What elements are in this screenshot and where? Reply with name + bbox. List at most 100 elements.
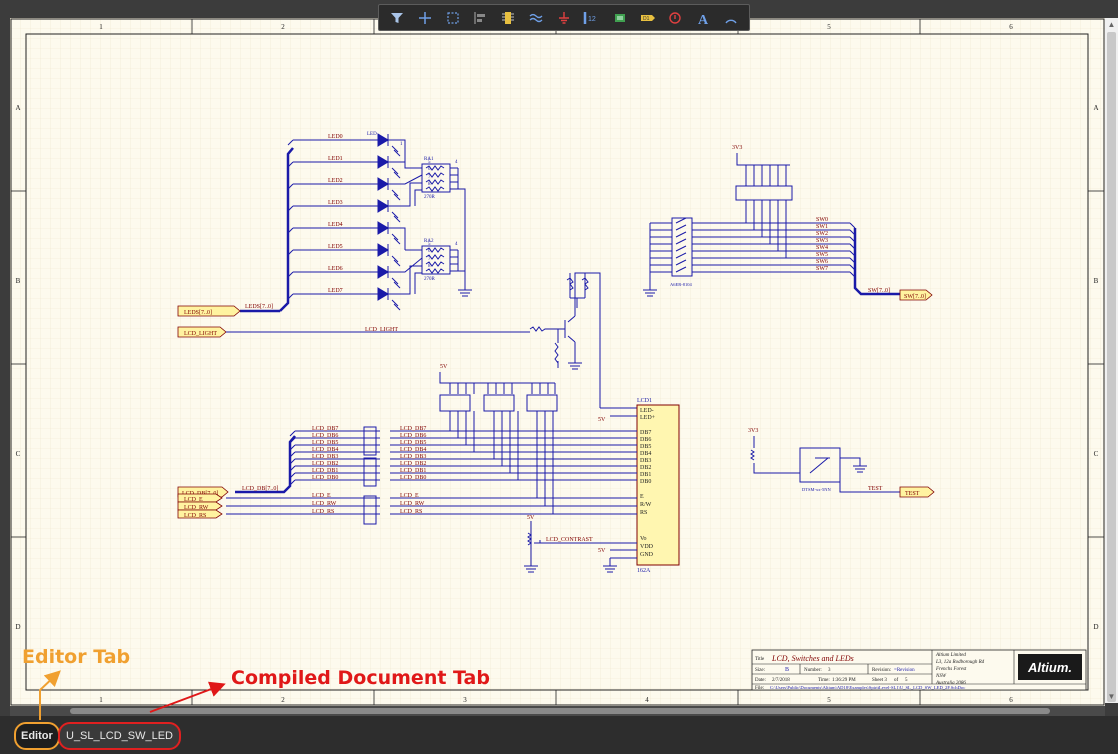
row-label: B <box>1094 277 1099 285</box>
backlight-driver[interactable] <box>226 272 638 409</box>
net-label: LCD_RW <box>312 501 337 507</box>
part-icon[interactable] <box>497 7 519 29</box>
schematic-editor-canvas[interactable]: 1 2 3 4 5 6 1 2 3 4 5 6 A B C D A B C D <box>0 0 1118 706</box>
text-icon[interactable]: A <box>692 7 714 29</box>
lcd-component[interactable] <box>636 404 680 566</box>
pin-number: 6 <box>428 167 431 172</box>
net-label: LCD_DB3 <box>400 454 426 460</box>
svg-text:TEST: TEST <box>905 491 920 497</box>
wire-icon[interactable] <box>525 7 547 29</box>
port-lcd-e[interactable]: LCD_E <box>177 493 223 503</box>
title-block[interactable]: Title LCD, Switches and LEDs Size: B Num… <box>751 649 1087 691</box>
net-label: LED2 <box>328 178 343 184</box>
scroll-up-icon[interactable]: ▲ <box>1107 20 1116 29</box>
net-label: LCD_CONTRAST <box>546 537 593 543</box>
part-value: 270R <box>424 277 436 282</box>
net-label: SW3 <box>816 238 828 244</box>
part-value: 270R <box>424 195 436 200</box>
row-label: C <box>16 450 21 458</box>
power-label: 5V <box>527 515 535 521</box>
harness-icon[interactable] <box>609 7 631 29</box>
company-address: Australia 2086 <box>935 681 966 686</box>
pin-number: 4 <box>455 242 458 247</box>
col-label: 5 <box>827 696 831 704</box>
company-address: NSW <box>935 674 947 679</box>
lcd-pin: DB1 <box>640 472 651 478</box>
align-icon[interactable] <box>469 7 491 29</box>
select-rect-icon[interactable] <box>442 7 464 29</box>
lcd-pin: DB3 <box>640 458 651 464</box>
horizontal-scroll-thumb[interactable] <box>70 708 1050 714</box>
tab-compiled-document[interactable]: U_SL_LCD_SW_LED <box>58 722 181 750</box>
svg-text:LCD_RS: LCD_RS <box>184 513 206 519</box>
schematic-sheet[interactable]: 1 2 3 4 5 6 1 2 3 4 5 6 A B C D A B C D <box>10 18 1105 706</box>
noerc-icon[interactable] <box>664 7 686 29</box>
annotation-compiled-tab: Compiled Document Tab <box>231 667 490 689</box>
led-section[interactable] <box>240 133 472 313</box>
net-label: LED6 <box>328 266 343 272</box>
number-label: Number: <box>804 668 822 673</box>
horizontal-scrollbar[interactable] <box>10 706 1105 716</box>
net-label: LCD_E <box>312 493 331 499</box>
port-lcd-rw[interactable]: LCD_RW <box>177 501 223 511</box>
row-label: D <box>15 623 20 631</box>
active-bar-toolbar: 12 D1 A <box>378 4 750 31</box>
arc-icon[interactable] <box>720 7 742 29</box>
net-label: LCD_DB6 <box>400 433 426 439</box>
port-test[interactable]: TEST <box>899 486 935 498</box>
netport-icon[interactable]: D1 <box>637 7 659 29</box>
net-label: LCD_LIGHT <box>365 327 398 333</box>
net-label: LCD_DB5 <box>312 440 338 446</box>
svg-text:LEDS[7..0]: LEDS[7..0] <box>184 310 212 316</box>
lcd-pin: DB5 <box>640 444 651 450</box>
pin-number: 7 <box>428 257 431 262</box>
port-sw[interactable]: SW[7..0] <box>899 289 933 301</box>
net-label: LCD_DB7 <box>400 426 426 432</box>
switch-section[interactable] <box>643 153 900 297</box>
net-label: LCD_DB6 <box>312 433 338 439</box>
part-label: RA1 <box>424 157 434 162</box>
net-label: SW2 <box>816 231 828 237</box>
lcd-data-wiring[interactable] <box>226 372 637 573</box>
net-label: LCD_RW <box>400 501 425 507</box>
net-label: LCD_DB3 <box>312 454 338 460</box>
lcd-pin: LED+ <box>640 415 656 421</box>
col-label: 4 <box>645 696 649 704</box>
lcd-pin: RS <box>640 510 647 516</box>
bus-icon[interactable]: 12 <box>581 7 603 29</box>
cross-icon[interactable] <box>414 7 436 29</box>
lcd-pin: DB2 <box>640 465 651 471</box>
col-label: 3 <box>463 696 467 704</box>
revision-value: =Revision <box>894 668 915 673</box>
col-label: 1 <box>99 23 103 31</box>
filter-icon[interactable] <box>386 7 408 29</box>
net-label: SW0 <box>816 217 828 223</box>
vertical-scrollbar[interactable]: ▲ ▼ <box>1105 18 1118 703</box>
row-label: A <box>1093 104 1098 112</box>
net-label: LCD_DB0 <box>312 475 338 481</box>
svg-text:A: A <box>698 13 709 25</box>
power-label: 5V <box>598 417 606 423</box>
tab-editor[interactable]: Editor <box>14 722 60 750</box>
port-lcd-light[interactable]: LCD_LIGHT <box>177 326 227 338</box>
pin-number: 8 <box>428 182 431 187</box>
svg-text:12: 12 <box>588 16 596 23</box>
net-label: SW6 <box>816 259 828 265</box>
lcd-part: 162A <box>637 568 651 574</box>
scroll-down-icon[interactable]: ▼ <box>1107 692 1116 701</box>
lcd-pin: R/W <box>640 502 652 508</box>
port-lcd-rs[interactable]: LCD_RS <box>177 509 223 519</box>
port-leds[interactable]: LEDS[7..0] <box>177 305 241 317</box>
bus-label: LEDS[7..0] <box>245 304 273 310</box>
size-value: B <box>785 667 789 673</box>
altium-logo <box>1018 654 1082 680</box>
vertical-scroll-thumb[interactable] <box>1107 32 1116 702</box>
part-label: LED <box>367 132 377 137</box>
col-label: 1 <box>99 696 103 704</box>
pin-number: 4 <box>455 160 458 165</box>
test-button-section[interactable] <box>750 436 900 493</box>
lcd-pin: DB4 <box>640 451 651 457</box>
row-label: B <box>16 277 21 285</box>
gnd-icon[interactable] <box>553 7 575 29</box>
lcd-pin: DB0 <box>640 479 651 485</box>
